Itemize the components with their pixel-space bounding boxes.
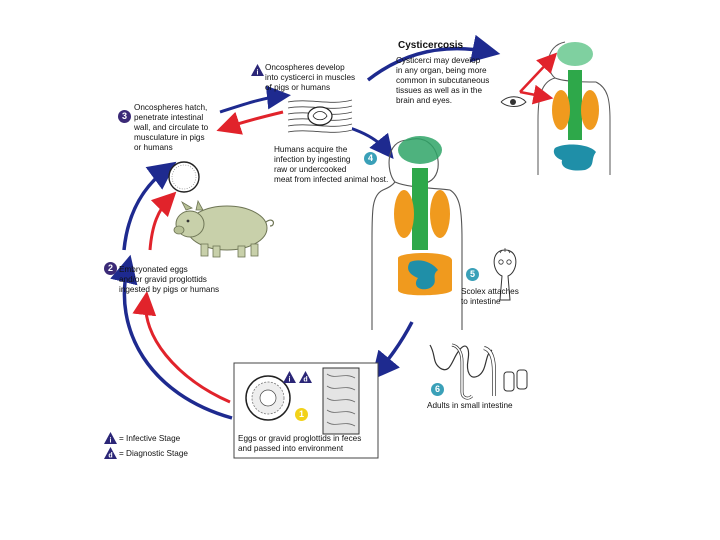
legend-diagnostic-text: = Diagnostic Stage (119, 449, 188, 458)
eggs-diagnostic-letter: d (303, 377, 307, 384)
step3-number: 3 (118, 110, 131, 123)
eggs-text: Eggs or gravid proglottids in feces and … (238, 434, 362, 453)
step6-text: Adults in small intestine (427, 401, 513, 410)
arrow-step1-to-step3-red (216, 110, 284, 135)
infective-stage-letter: i (257, 70, 259, 77)
adult-tapeworm-illustration (429, 343, 528, 400)
eggs-diagnostic-stage-icon: d (299, 371, 312, 383)
cycle-arrow-upper-left-red (148, 191, 177, 251)
step6-number: 6 (431, 383, 444, 396)
step1-text: Oncospheres develop into cysticerci in m… (265, 63, 356, 92)
step4-number: 4 (364, 152, 377, 165)
scolex-illustration (493, 248, 517, 301)
arrow-top-to-cysticercosis (366, 34, 501, 82)
step3-text: Oncospheres hatch, penetrate intestinal … (134, 103, 209, 152)
legend-infective-text: = Infective Stage (119, 434, 181, 443)
oncosphere-illustration (168, 161, 200, 193)
legend-diagnostic-letter: d (108, 453, 112, 460)
step5-text: Scolex attaches to intestine (461, 287, 519, 306)
step2-text: Embryonated eggs and/or gravid proglotti… (119, 265, 220, 294)
eye-illustration (500, 96, 527, 107)
pig-illustration (173, 199, 275, 258)
step5-number: 5 (466, 268, 479, 281)
legend-infective-icon: i (104, 432, 117, 444)
cysticercosis-heading: Cysticercosis (398, 40, 464, 51)
infective-stage-icon: i (251, 64, 264, 76)
cysticerci-text: Cysticerci may develop in any organ, bei… (396, 56, 490, 105)
arrow-step3-to-step1-blue (219, 85, 291, 114)
eggs-infective-letter: i (289, 377, 291, 384)
legend-diagnostic-icon: d (104, 447, 117, 459)
cycle-arrow-left-blue (110, 254, 233, 420)
human-body-illustration (371, 136, 463, 330)
step2-number: 2 (104, 262, 117, 275)
arrow-human-to-eggs (371, 321, 414, 381)
cysticercosis-human-illustration (519, 41, 611, 175)
eggs-step-number: 1 (295, 408, 308, 421)
eggs-infective-stage-icon: i (283, 371, 296, 383)
legend-infective-letter: i (110, 438, 112, 445)
cycle-arrow-left-red (132, 291, 231, 404)
arrow-to-human-step4 (349, 126, 394, 160)
muscle-cysticercus-illustration (287, 98, 353, 134)
cycle-arrow-upper-left-blue (122, 161, 177, 251)
step4-text: Humans acquire the infection by ingestin… (274, 145, 389, 184)
